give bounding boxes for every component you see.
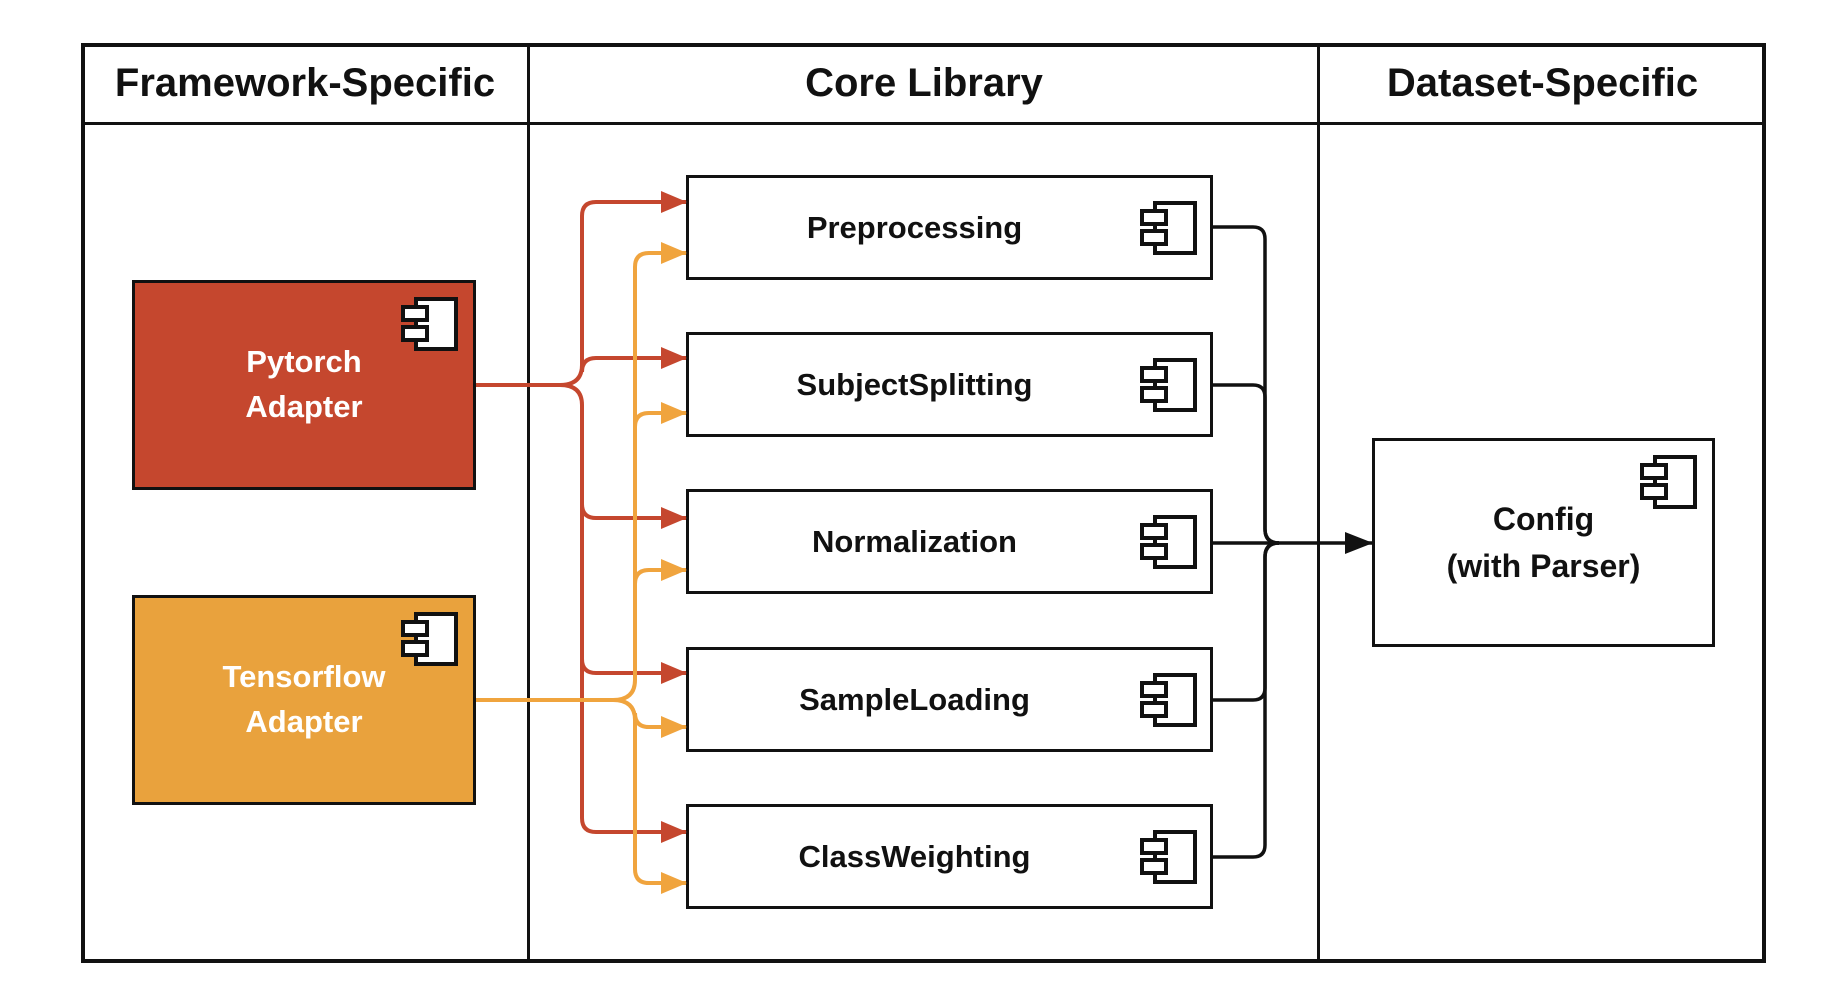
node-label-line1: Tensorflow (222, 659, 386, 695)
component-icon (1140, 829, 1197, 884)
node-label-line2: Adapter (245, 704, 363, 739)
config-node: Config (with Parser) (1372, 438, 1715, 647)
node-label: SubjectSplitting (796, 366, 1033, 402)
node-label-line1: Pytorch (246, 344, 362, 380)
component-icon (1140, 514, 1197, 569)
node-label-line2: (with Parser) (1446, 547, 1641, 584)
node-label: ClassWeighting (798, 838, 1031, 874)
node-label-line2: Adapter (245, 389, 363, 424)
node-label: SampleLoading (799, 681, 1030, 717)
column-divider-1 (527, 43, 530, 963)
column-header-label: Framework-Specific (114, 61, 496, 105)
component-icon (401, 297, 458, 351)
node-label: Normalization (812, 523, 1017, 559)
column-header-dataset-specific: Dataset-Specific (1319, 43, 1766, 124)
node-label-line1: Config (1492, 501, 1595, 538)
component-icon (1140, 357, 1197, 412)
normalization-node: Normalization (686, 489, 1213, 594)
swimlane-frame (81, 43, 1766, 963)
component-icon (1640, 455, 1697, 509)
sample-loading-node: SampleLoading (686, 647, 1213, 752)
class-weighting-node: ClassWeighting (686, 804, 1213, 909)
subject-splitting-node: SubjectSplitting (686, 332, 1213, 437)
column-divider-2 (1317, 43, 1320, 963)
node-label: Preprocessing (806, 209, 1023, 245)
column-header-framework-specific: Framework-Specific (81, 43, 529, 124)
column-header-core-library: Core Library (529, 43, 1319, 124)
column-header-label: Dataset-Specific (1386, 61, 1699, 105)
column-header-label: Core Library (805, 61, 1043, 105)
component-icon (1140, 200, 1197, 255)
component-icon (401, 612, 458, 666)
header-divider (81, 122, 1766, 125)
component-icon (1140, 672, 1197, 727)
preprocessing-node: Preprocessing (686, 175, 1213, 280)
tensorflow-adapter-node: Tensorflow Adapter (132, 595, 476, 805)
pytorch-adapter-node: Pytorch Adapter (132, 280, 476, 490)
